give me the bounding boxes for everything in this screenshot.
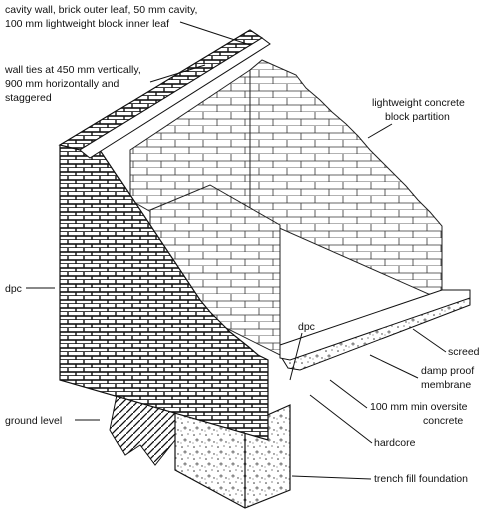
label-cavity-wall-1: cavity wall, brick outer leaf, 50 mm cav… xyxy=(5,4,197,16)
cavity-wall-top-block xyxy=(79,37,271,159)
label-cavity-wall-2: 100 mm lightweight block inner leaf xyxy=(5,18,169,30)
label-ground-level: ground level xyxy=(5,415,62,427)
label-dpc-left: dpc xyxy=(5,283,22,295)
label-partition-1: lightweight concrete xyxy=(372,97,465,109)
label-oversite-2: concrete xyxy=(423,415,463,427)
label-dpm-1: damp proof xyxy=(421,365,474,377)
label-dpm-2: membrane xyxy=(421,379,471,391)
floor-screed xyxy=(279,289,471,361)
brick-outer-leaf xyxy=(59,134,269,441)
label-wall-ties-2: 900 mm horizontally and xyxy=(5,78,120,90)
label-hardcore: hardcore xyxy=(374,437,416,449)
label-screed: screed xyxy=(448,346,480,358)
label-dpc-center: dpc xyxy=(298,321,315,333)
label-wall-ties-3: staggered xyxy=(5,92,52,104)
label-oversite-1: 100 mm min oversite xyxy=(370,401,468,413)
label-partition-2: block partition xyxy=(385,111,450,123)
block-partition-wall xyxy=(249,59,443,301)
label-wall-ties-1: wall ties at 450 mm vertically, xyxy=(4,64,141,76)
label-trench-fill: trench fill foundation xyxy=(374,473,468,485)
